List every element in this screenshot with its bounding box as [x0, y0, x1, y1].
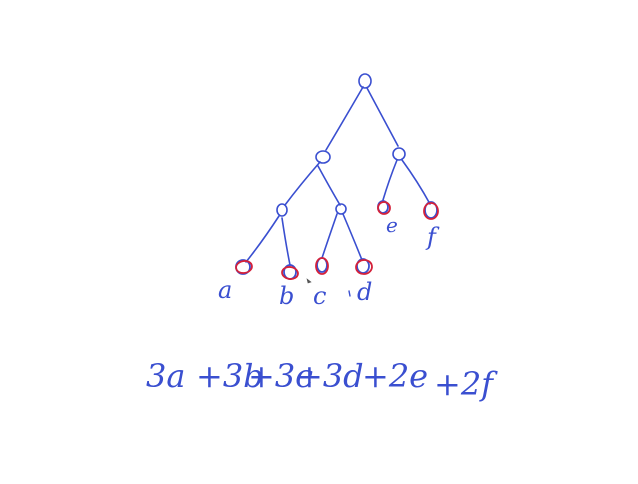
leaf-label-d: d [357, 278, 372, 306]
node-right [392, 147, 406, 161]
edge-right-e [382, 159, 398, 201]
formula-term-3c: +3c [248, 357, 313, 395]
stray-tick-mark [348, 290, 351, 297]
edge-root-left [325, 86, 364, 151]
edge-left-ll [284, 161, 321, 206]
formula-term-3a: 3a [146, 357, 185, 395]
formula: 3a +3b +3c +3d +2e +2f [146, 357, 498, 403]
edge-left-lr [317, 165, 341, 206]
pen-cursor-mark [306, 278, 312, 284]
leaf-node-b [281, 264, 299, 280]
edge-lr-d [342, 213, 363, 261]
node-left-right [335, 203, 347, 215]
leaf-label-c: c [313, 282, 326, 310]
formula-term-3d: +3d [296, 357, 364, 395]
leaf-node-d [355, 258, 373, 275]
leaf-label-f: f [425, 223, 440, 251]
edge-ll-b [281, 217, 291, 266]
formula-term-2e: +2e [362, 357, 428, 395]
tree-leaf-nodes [235, 200, 439, 280]
node-left-left [276, 203, 288, 217]
leaf-node-f [423, 201, 439, 220]
leaf-node-c [315, 257, 329, 275]
leaf-node-e [377, 200, 391, 215]
leaf-labels: a b c d e f [218, 213, 440, 310]
leaf-node-a [235, 259, 253, 275]
leaf-label-b: b [279, 282, 294, 310]
edge-root-right [366, 87, 399, 147]
node-left [315, 150, 331, 164]
tree-edges [245, 86, 431, 266]
edge-right-f [401, 159, 431, 205]
edge-ll-a [245, 215, 280, 263]
tree-internal-nodes [276, 73, 406, 217]
leaf-label-e: e [386, 213, 398, 237]
node-root [358, 73, 372, 89]
formula-term-3b: +3b [196, 357, 264, 395]
edge-lr-c [321, 213, 338, 259]
leaf-label-a: a [218, 276, 232, 304]
formula-term-2f: +2f [434, 365, 498, 403]
